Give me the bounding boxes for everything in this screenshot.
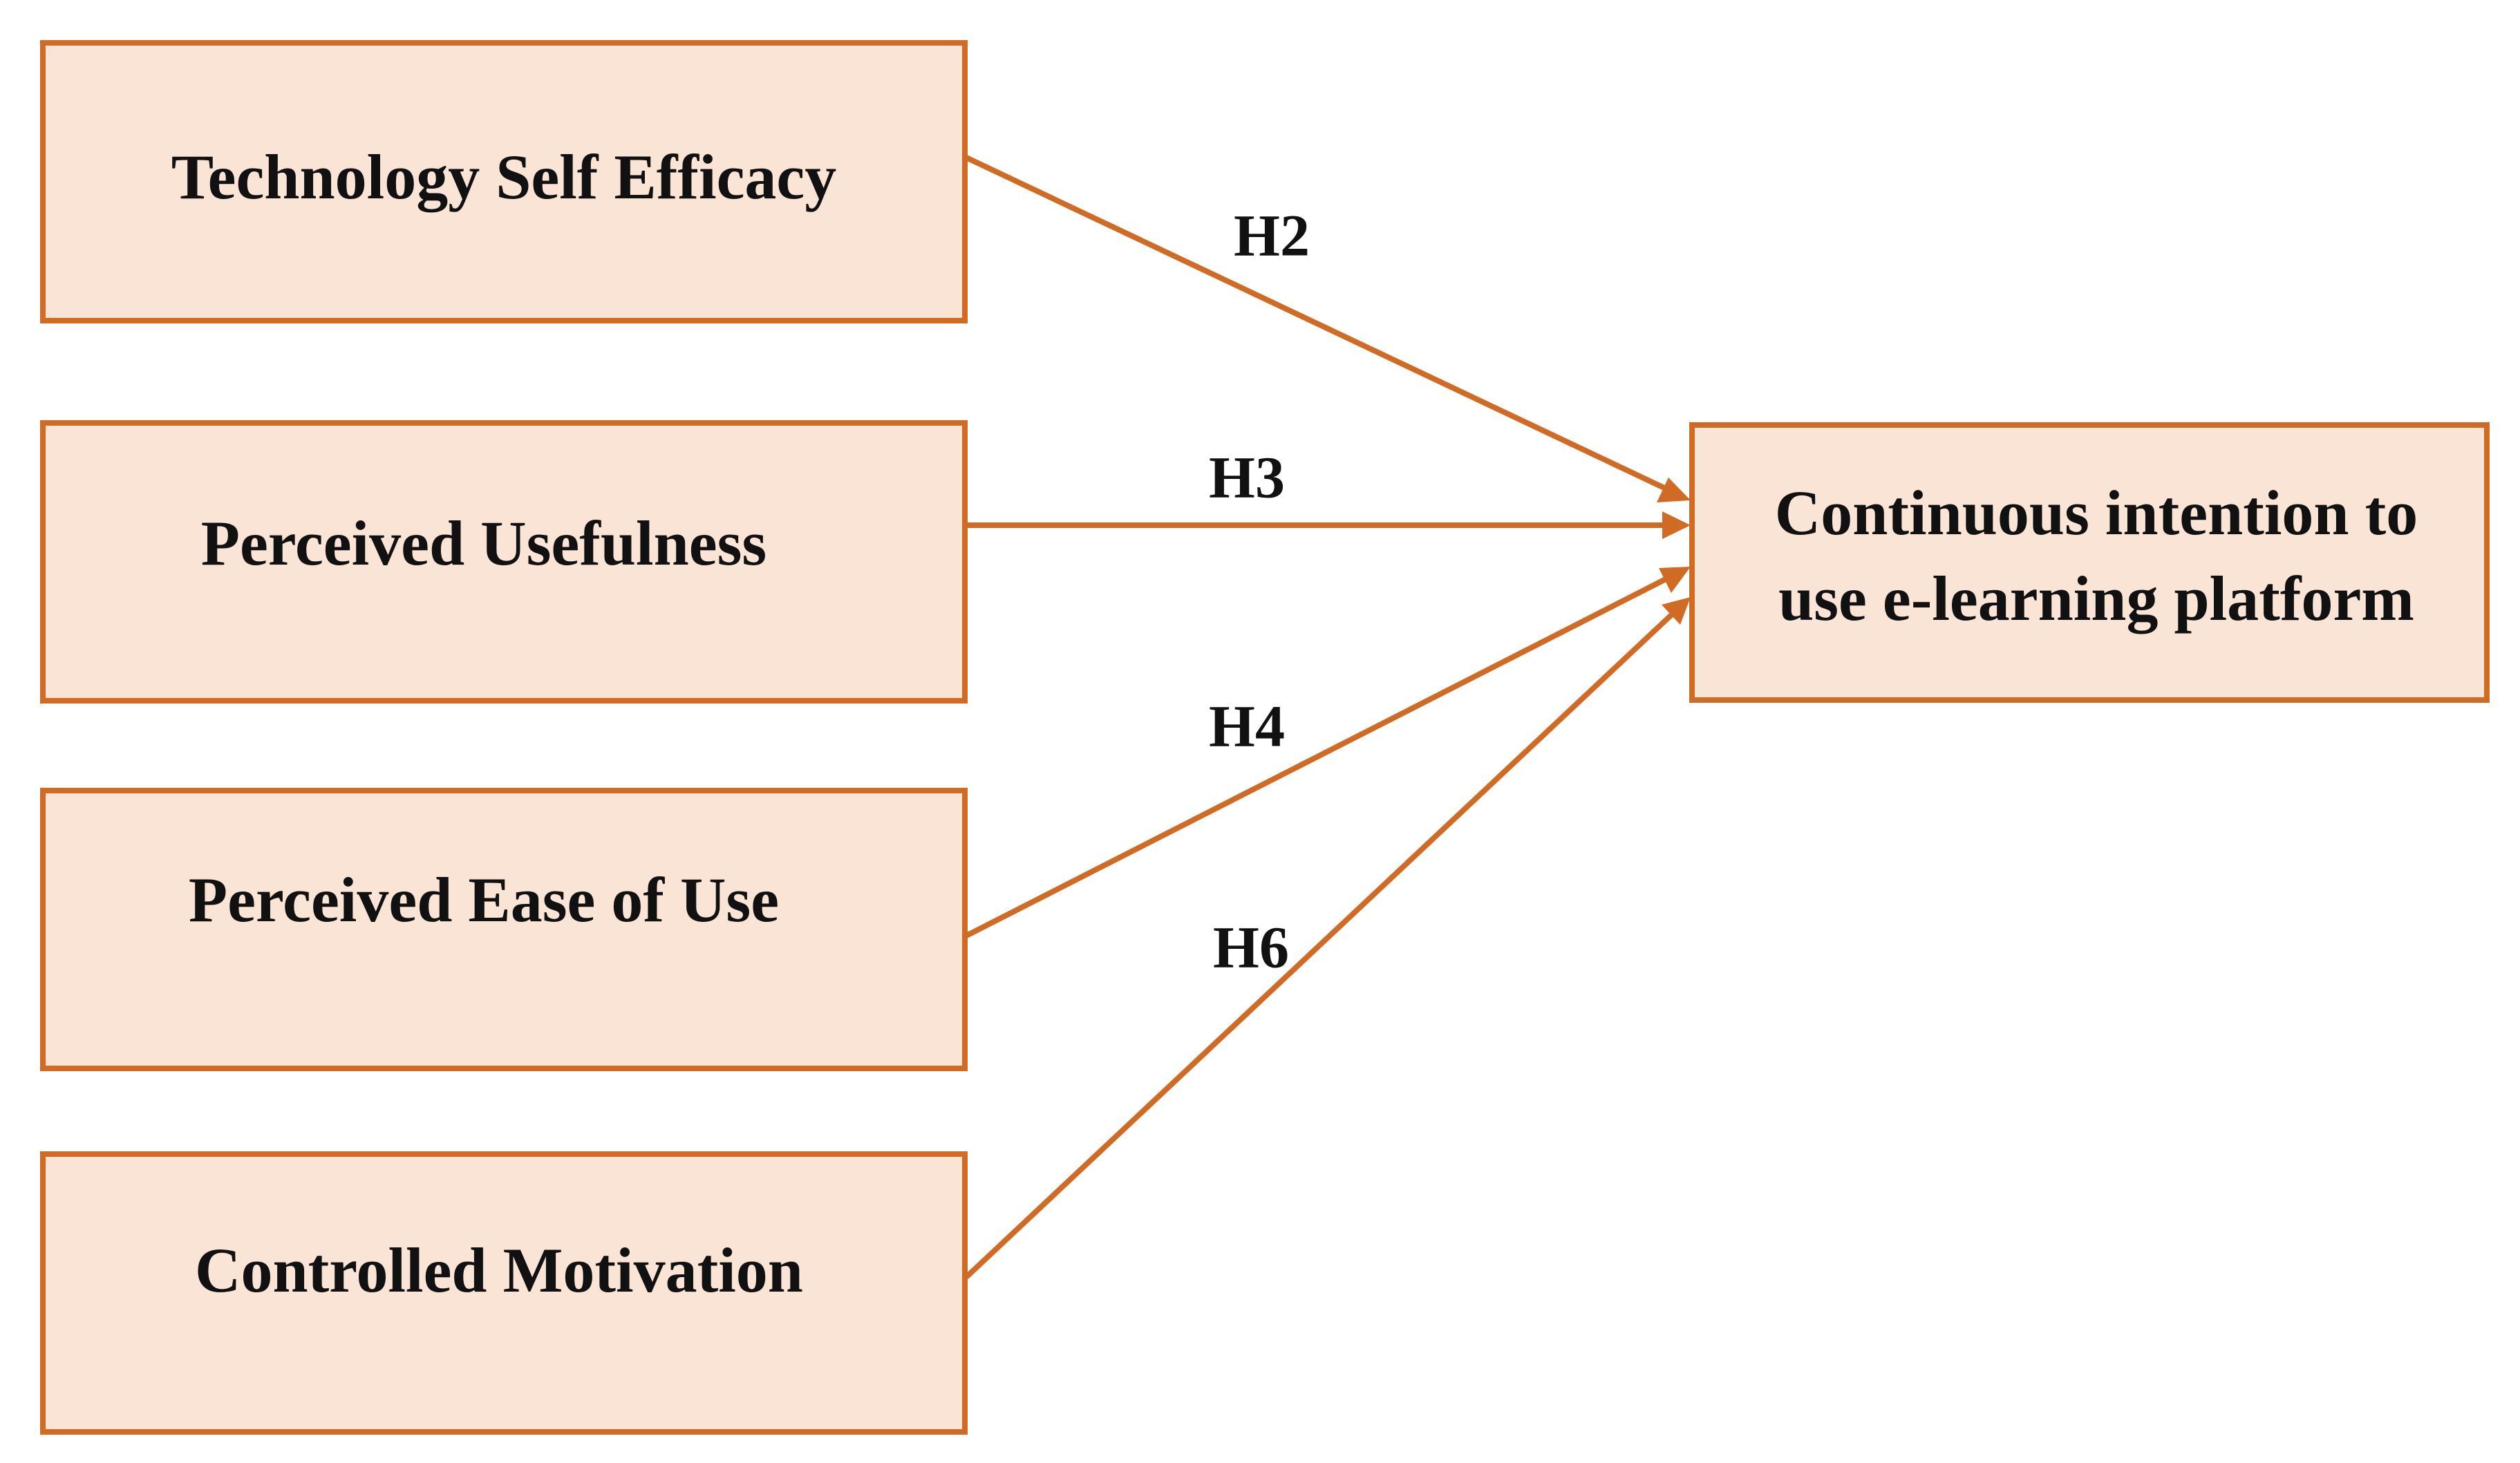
hypothesis-label-h4: H4 (1209, 693, 1285, 759)
box-controlled-motivation-label: Controlled Motivation (195, 1235, 803, 1305)
box-perceived-ease-of-use-label: Perceived Ease of Use (189, 865, 779, 935)
arrow-h3 (966, 511, 1691, 539)
box-perceived-usefulness: Perceived Usefulness (40, 420, 968, 704)
box-continuous-intention: Continuous intention to use e-learning p… (1689, 422, 2490, 703)
box-technology-self-efficacy-label: Technology Self Efficacy (171, 142, 837, 212)
box-controlled-motivation: Controlled Motivation (40, 1151, 968, 1435)
hypothesis-label-h6: H6 (1213, 914, 1289, 981)
outcome-label-line1: Continuous intention to (1775, 478, 2418, 548)
box-perceived-ease-of-use: Perceived Ease of Use (40, 788, 968, 1071)
hypothesis-label-h2: H2 (1234, 202, 1310, 269)
arrow-h6 (964, 597, 1691, 1279)
hypothesis-label-h3: H3 (1209, 444, 1285, 511)
arrow-h4 (965, 567, 1691, 938)
box-technology-self-efficacy: Technology Self Efficacy (40, 40, 968, 323)
outcome-label-line2: use e-learning platform (1778, 563, 2414, 634)
box-perceived-usefulness-label: Perceived Usefulness (201, 508, 767, 578)
arrow-h2 (965, 155, 1691, 502)
